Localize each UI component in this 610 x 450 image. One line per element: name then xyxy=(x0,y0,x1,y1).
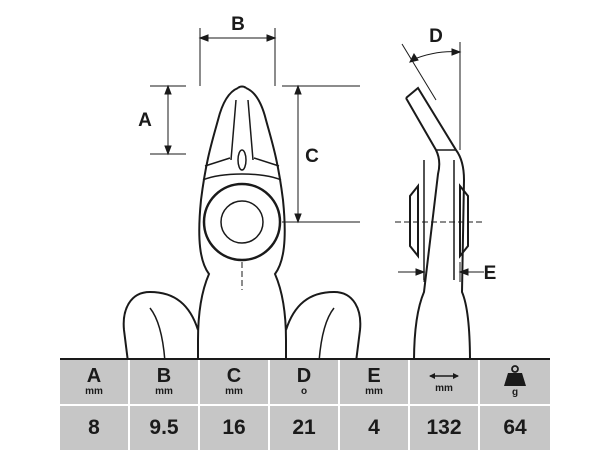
dimension-c xyxy=(282,84,360,224)
front-jaw-left-outline xyxy=(197,87,239,360)
dimension-label-d: D xyxy=(429,26,443,47)
header-unit: mm xyxy=(225,386,243,397)
weight-icon xyxy=(504,365,526,386)
value-weight: 64 xyxy=(503,416,527,439)
dimension-e xyxy=(398,262,484,282)
front-neck-line xyxy=(202,173,282,181)
header-unit: g xyxy=(511,387,519,398)
side-outline-right xyxy=(405,86,471,360)
value-length: 132 xyxy=(410,406,480,450)
header-unit: o xyxy=(300,386,308,397)
value-b: 9.5 xyxy=(130,406,200,450)
dimension-label-e: E xyxy=(484,263,497,284)
side-pivot-right xyxy=(459,183,469,259)
side-outline-left xyxy=(405,97,441,360)
header-a: A mm xyxy=(60,360,130,406)
dimension-d xyxy=(401,42,462,150)
header-weight: g xyxy=(480,360,550,406)
header-unit: mm xyxy=(365,386,383,397)
header-length: mm xyxy=(410,360,480,406)
header-unit: mm xyxy=(155,386,173,397)
front-left-handle-outline xyxy=(122,290,199,360)
dimension-a xyxy=(150,84,186,156)
value-c: 16 xyxy=(200,406,270,450)
front-pivot-inner xyxy=(220,200,264,244)
length-arrow-icon xyxy=(429,373,459,379)
header-label: E xyxy=(367,365,381,387)
front-view xyxy=(122,85,362,360)
pliers-technical-drawing: A B C D xyxy=(60,14,550,360)
header-label: D xyxy=(296,365,312,387)
header-unit: mm xyxy=(85,386,103,397)
side-pivot-left xyxy=(409,183,419,259)
side-view xyxy=(395,86,482,360)
spec-table: A mm B mm C mm D o E mm mm g 8 9.5 16 21… xyxy=(60,360,550,450)
header-c: C mm xyxy=(200,360,270,406)
dimension-label-b: B xyxy=(231,14,245,35)
front-jaw-right-outline xyxy=(245,87,287,360)
value-d: 21 xyxy=(270,406,340,450)
front-shoulder-lines xyxy=(204,157,280,167)
front-left-handle-grip xyxy=(149,307,166,360)
header-d: D o xyxy=(270,360,340,406)
front-blade-lines xyxy=(230,99,254,161)
header-unit: mm xyxy=(435,383,453,394)
front-right-handle-outline xyxy=(285,290,362,360)
front-right-handle-grip xyxy=(318,307,335,360)
dimension-label-a: A xyxy=(138,110,152,131)
header-label: B xyxy=(156,365,172,387)
header-e: E mm xyxy=(340,360,410,406)
header-label: C xyxy=(226,365,242,387)
value-e: 4 xyxy=(340,406,410,450)
side-body-lines xyxy=(423,160,455,280)
header-label: A xyxy=(86,365,102,387)
front-pivot-outer xyxy=(202,182,282,262)
dimension-b xyxy=(198,28,277,86)
dimension-label-c: C xyxy=(305,146,319,167)
value-a: 8 xyxy=(60,406,130,450)
header-b: B mm xyxy=(130,360,200,406)
front-jaw-tip xyxy=(237,85,247,89)
front-blade-slot xyxy=(237,149,247,171)
